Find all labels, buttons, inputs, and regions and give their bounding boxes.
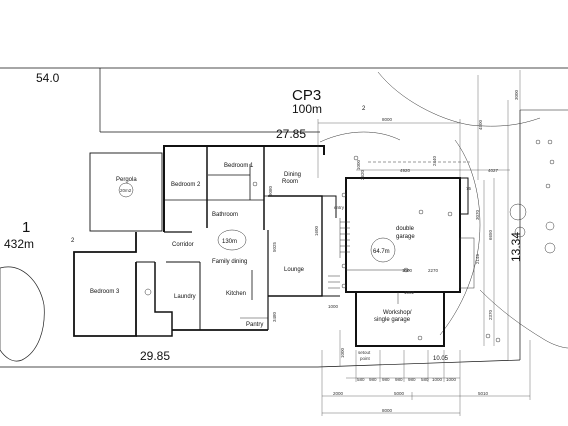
dim-580-b: 580 <box>421 377 429 382</box>
dim-980-d: 980 <box>408 377 416 382</box>
entry-label: entry <box>334 205 345 210</box>
laundry-label: Laundry <box>174 294 196 300</box>
lot-number-label: 1 <box>22 219 30 236</box>
dim-75: 75 <box>466 186 472 191</box>
mid-length-label: 27.85 <box>276 127 306 141</box>
cp3-area-sup: 2 <box>362 106 366 112</box>
dining-room-label: Dining <box>284 172 301 178</box>
lot-area-sup: 2 <box>71 238 75 244</box>
cp3-area: 100m <box>292 102 322 116</box>
dim-2270: 2270 <box>428 268 439 273</box>
dim-3000: 3000 <box>514 89 519 100</box>
corridor-label: Corridor <box>172 242 194 248</box>
bedroom1-label: Bedroom 1 <box>224 163 254 169</box>
dim-5010: 5010 <box>478 391 489 396</box>
dim-5025: 5025 <box>272 241 277 252</box>
garage-label: double <box>396 226 415 232</box>
pergola-label: Pergola <box>116 177 137 183</box>
right-length-label: 13.34 <box>509 232 523 262</box>
dim-1000-b: 1000 <box>446 377 457 382</box>
dim-1000-g: 1000 <box>402 268 413 273</box>
pergola-outline <box>89 152 163 232</box>
dim-3480: 3480 <box>272 311 277 322</box>
kitchen-label: Kitchen <box>226 291 246 297</box>
bedroom3-label: Bedroom 3 <box>90 289 120 295</box>
lot-boundaries <box>0 67 568 368</box>
dim-6650: 6650 <box>488 229 493 240</box>
dim-1000-v: 1000 <box>340 347 345 358</box>
dim-2440: 2440 <box>432 155 437 166</box>
cp3-title: CP3 <box>292 87 321 104</box>
workshop-label-2: single garage <box>374 317 411 323</box>
setout-label: setout <box>358 350 371 355</box>
lounge-label: Lounge <box>284 267 305 273</box>
dim-8000-bot: 8000 <box>382 408 393 413</box>
dim-4500: 4500 <box>478 119 483 130</box>
dim-4027: 4027 <box>488 168 499 173</box>
dim-2370: 2370 <box>488 309 493 320</box>
pergola-area: 20m2 <box>120 188 132 193</box>
setout-label-2: point <box>360 356 371 361</box>
dim-5000: 5000 <box>394 391 405 396</box>
site-markers <box>144 139 556 343</box>
dim-8000-top: 8000 <box>382 117 393 122</box>
bedroom2-label: Bedroom 2 <box>171 182 201 188</box>
dim-980-a: 980 <box>369 377 377 382</box>
pantry-label: Pantry <box>246 322 263 328</box>
garage-area-label: 64.7m <box>373 249 390 255</box>
workshop-label: Workshop/ <box>383 310 412 316</box>
stair-hatching <box>328 218 350 289</box>
lot-area-label: 432m <box>4 237 34 251</box>
bottom-length-label: 29.85 <box>140 349 170 363</box>
dim-980-c: 980 <box>395 377 403 382</box>
dim-3070: 3070 <box>475 209 480 220</box>
top-length-label: 54.0 <box>36 71 60 85</box>
dimension-lines <box>317 70 531 416</box>
corner-length-label: 10.05 <box>433 356 449 362</box>
area-130-label: 130m <box>222 239 237 245</box>
family-dining-label: Family dining <box>212 259 247 265</box>
dim-1002: 1002 <box>404 290 415 295</box>
garage-label-2: garage <box>396 234 415 240</box>
dim-980-b: 980 <box>382 377 390 382</box>
dim-2146: 2146 <box>475 253 480 264</box>
dim-2000: 2000 <box>333 391 344 396</box>
bathroom-label: Bathroom <box>212 212 238 218</box>
house-walls <box>73 145 475 347</box>
dim-1000: 1000 <box>356 159 361 170</box>
dim-4920: 4920 <box>400 168 411 173</box>
dining-room-label-2: Room <box>282 179 298 185</box>
dim-2620: 2620 <box>360 169 365 180</box>
dim-1000-l: 1000 <box>328 304 339 309</box>
dim-9080: 9080 <box>268 185 273 196</box>
dim-1000-a: 1000 <box>432 377 443 382</box>
dim-1600: 1600 <box>314 225 319 236</box>
dim-580-a: 580 <box>357 377 365 382</box>
